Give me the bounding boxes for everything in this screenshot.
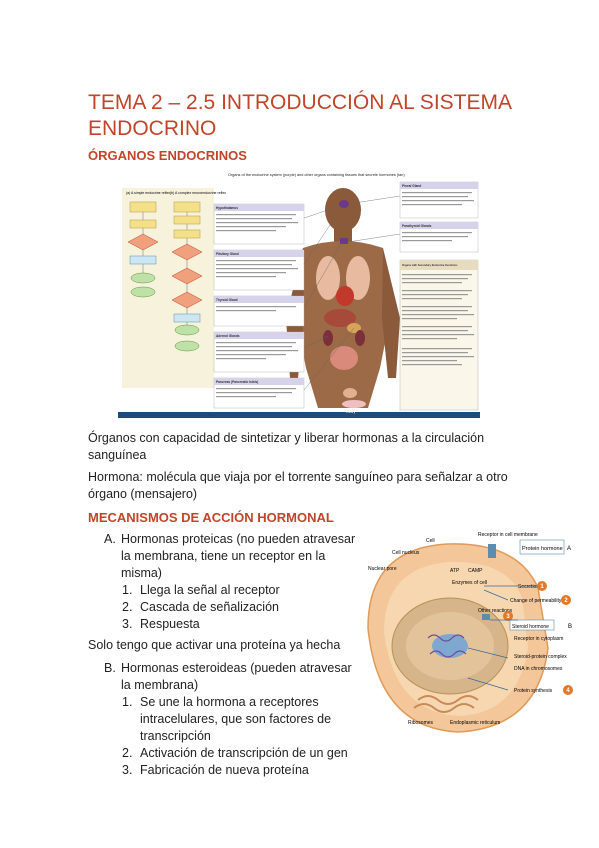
list-item: 3.Respuesta bbox=[122, 617, 200, 631]
marker-4: 4 bbox=[566, 688, 570, 694]
list-item: 1.Llega la señal al receptor bbox=[122, 583, 280, 597]
marker-3: 3 bbox=[506, 614, 510, 620]
label-pineal: Pineal Gland bbox=[402, 184, 421, 188]
label-hypothalamus: Hypothalamus bbox=[216, 206, 238, 210]
paragraph-note: Solo tengo que activar una proteína ya h… bbox=[88, 638, 341, 652]
label-enzymes: Enzymes of cell bbox=[452, 580, 487, 586]
label-pituitary: Pituitary Gland bbox=[216, 252, 239, 256]
section-heading-hormonal-action: MECANISMOS DE ACCIÓN HORMONAL bbox=[88, 510, 334, 525]
list-item-text: Hormonas proteicas (no pueden atravesar … bbox=[121, 532, 356, 580]
label-protein-synthesis: Protein synthesis bbox=[514, 688, 553, 694]
list-marker: A. bbox=[104, 532, 116, 546]
label-atp: ATP bbox=[450, 568, 460, 574]
label-a: A bbox=[567, 546, 571, 552]
page-title: TEMA 2 – 2.5 INTRODUCCIÓN AL SISTEMA END… bbox=[88, 91, 511, 140]
label-pancreas: Pancreas (Pancreatic Islets) bbox=[216, 380, 258, 384]
list-item: 3.Fabricación de nueva proteína bbox=[122, 763, 309, 777]
paragraph-hormone-definition: Hormona: molécula que viaja por el torre… bbox=[88, 470, 508, 501]
list-item-a: A. Hormonas proteicas (no pueden atraves… bbox=[88, 531, 358, 582]
list-item: 1.Se une la hormona a receptores intrace… bbox=[122, 695, 332, 743]
marker-2: 2 bbox=[564, 598, 568, 604]
label-other-reactions: Other reactions bbox=[478, 608, 513, 614]
list-item: 2.Activación de transcripción de un gen bbox=[122, 746, 348, 760]
flow-b-label: (b) A complex neuroendocrine reflex bbox=[170, 191, 226, 195]
paragraph-organs-definition: Órganos con capacidad de sintetizar y li… bbox=[88, 431, 485, 462]
endocrine-organs-figure: (a) A simple endocrine reflex (b) A comp… bbox=[118, 168, 480, 418]
label-cell-nucleus: Cell nucleus bbox=[392, 550, 420, 556]
marker-1: 1 bbox=[540, 584, 544, 590]
flow-a-label: (a) A simple endocrine reflex bbox=[126, 191, 170, 195]
label-nuclear-pore: Nuclear pore bbox=[368, 566, 397, 572]
ovary-label: Ovary bbox=[346, 410, 356, 414]
label-receptor-cytoplasm: Receptor in cytoplasm bbox=[514, 636, 563, 642]
label-er: Endoplasmic reticulum bbox=[450, 720, 500, 726]
list-item-text: Hormonas esteroideas (pueden atravesar l… bbox=[121, 661, 352, 692]
label-receptor-membrane: Receptor in cell membrane bbox=[478, 532, 538, 538]
label-parathyroid: Parathyroid Glands bbox=[402, 224, 432, 228]
list-item: 2.Cascada de señalización bbox=[122, 600, 279, 614]
label-steroid-hormone: Steroid hormone bbox=[512, 624, 549, 630]
label-adrenal: Adrenal Glands bbox=[216, 334, 240, 338]
section-heading-endocrine-organs: ÓRGANOS ENDOCRINOS bbox=[88, 148, 247, 163]
label-dna: DNA in chromosomes bbox=[514, 666, 563, 672]
label-ribosomes: Ribosomes bbox=[408, 720, 434, 726]
label-thyroid: Thyroid Gland bbox=[216, 298, 238, 302]
label-secondary-organs: Organs with Secondary Endocrine Function… bbox=[402, 263, 458, 267]
label-b: B bbox=[568, 624, 572, 630]
list-item-b: B. Hormonas esteroideas (pueden atravesa… bbox=[88, 660, 358, 694]
label-steroid-complex: Steroid-protein complex bbox=[514, 654, 567, 660]
label-change-permeability: Change of permeability bbox=[510, 598, 562, 604]
label-cell: Cell bbox=[426, 538, 435, 544]
label-secretion: Secretion bbox=[518, 584, 539, 590]
list-steroid-hormones: B. Hormonas esteroideas (pueden atravesa… bbox=[88, 660, 358, 779]
list-protein-hormones: A. Hormonas proteicas (no pueden atraves… bbox=[88, 531, 358, 633]
figure1-heading: Organs of the endocrine system (purple) … bbox=[228, 173, 405, 177]
label-camp: CAMP bbox=[468, 568, 483, 574]
label-protein-hormone: Protein hormone bbox=[522, 546, 563, 552]
list-marker: B. bbox=[104, 661, 116, 675]
hormone-mechanism-figure: Protein hormone A Receptor in cell membr… bbox=[358, 528, 588, 738]
